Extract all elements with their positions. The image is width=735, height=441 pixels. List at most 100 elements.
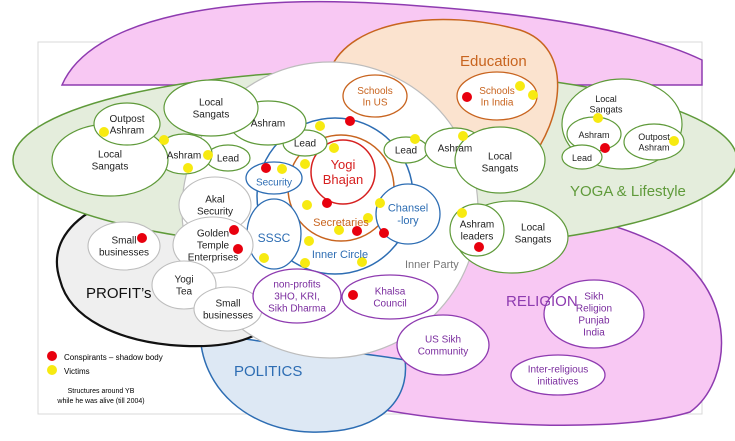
sikh-religion-label-line: India — [583, 328, 605, 339]
lead-left-label-line: Lead — [217, 154, 239, 165]
security-label: Security — [256, 178, 292, 189]
ashram-leaders-label-line: leaders — [461, 232, 494, 243]
chanselory-label-line: -lory — [397, 215, 419, 227]
lead-inner-label-line: Lead — [294, 139, 316, 150]
small-businesses-2-label-line: Small — [215, 299, 240, 310]
caption-line-1: Structures around YB — [68, 388, 135, 395]
ashram-left-label-line: Ashram — [167, 151, 201, 162]
us-sikh-node — [396, 314, 490, 376]
schools-in-india-label-line: Schools — [479, 86, 515, 97]
victim-marker — [304, 236, 314, 246]
victim-marker — [300, 258, 310, 268]
schools-us-node — [342, 74, 408, 118]
sikh-religion-node — [543, 279, 645, 349]
local-sangats-left-label-line: Local — [98, 150, 122, 161]
sikh-religion-label-line: Sikh — [584, 292, 603, 303]
conspirant-marker — [600, 143, 610, 153]
conspirant-marker — [379, 228, 389, 238]
outpost-ashram-left-node — [93, 102, 161, 146]
inner-party-label: Inner Party — [405, 259, 459, 271]
victim-marker — [528, 90, 538, 100]
local-sangats-top-label-line: Local — [199, 98, 223, 109]
inter-religious-node — [510, 354, 606, 396]
security-node — [245, 161, 303, 195]
victim-marker — [593, 113, 603, 123]
legend-victims-swatch — [47, 365, 57, 375]
victim-marker — [183, 163, 193, 173]
local-sangats-top-node — [163, 79, 259, 137]
khalsa-council-label-line: Khalsa — [375, 287, 406, 298]
inner-circle-label: Inner Circle — [312, 249, 368, 261]
conspirant-marker — [261, 163, 271, 173]
legend-victims-label: Victims — [64, 367, 90, 376]
victim-marker — [203, 150, 213, 160]
non-profits-label-line: 3HO, KRI, — [274, 292, 320, 303]
yoga-outpost-node — [623, 123, 685, 161]
victim-marker — [277, 164, 287, 174]
yoga-lead-label: Lead — [572, 153, 592, 163]
education-label: Education — [460, 53, 527, 70]
victim-marker — [669, 136, 679, 146]
security-label-line: Security — [256, 178, 292, 189]
ashram-leaders-label-line: Ashram — [460, 220, 494, 231]
victim-marker — [457, 208, 467, 218]
sssc-label-line: SSSC — [258, 231, 291, 245]
victim-marker — [357, 257, 367, 267]
local-sangats-top-label-line: Sangats — [193, 110, 230, 121]
victim-marker — [302, 200, 312, 210]
conspirant-marker — [345, 116, 355, 126]
inter-religious-label-line: initiatives — [537, 377, 578, 388]
outpost-ashram-left-label-line: Outpost — [109, 114, 144, 125]
local-sangats-right2-label-line: Sangats — [515, 235, 552, 246]
outpost-ashram-left-label-line: Ashram — [110, 125, 144, 136]
legend-conspirants-swatch — [47, 351, 57, 361]
yogi-bhajan-circle — [310, 139, 376, 205]
secretaries-label: Secretaries — [313, 217, 369, 229]
local-sangats-right-label-line: Sangats — [482, 164, 519, 175]
local-sangats-right-node — [454, 126, 546, 194]
yoga-local-sangats-label-line: Sangats — [589, 105, 623, 115]
us-sikh-label-line: Community — [418, 347, 469, 358]
local-sangats-right2-label-line: Local — [521, 223, 545, 234]
ashram-inner-label-line: Ashram — [251, 119, 285, 130]
small-businesses-1-label-line: Small — [111, 236, 136, 247]
victim-marker — [515, 81, 525, 91]
conspirant-marker — [474, 242, 484, 252]
small-businesses-2-label-line: businesses — [203, 311, 253, 322]
secretaries-label-line: Secretaries — [313, 217, 369, 229]
golden-temple-label-line: Temple — [197, 241, 230, 252]
ashram-left-label: Ashram — [167, 151, 201, 162]
yogi-bhajan-label-line: Bhajan — [323, 172, 363, 187]
lead-right-label: Lead — [395, 146, 417, 157]
schools-in-india-label-line: In India — [481, 97, 514, 108]
yoga-outpost-label-line: Outpost — [638, 132, 670, 142]
conspirant-marker — [233, 244, 243, 254]
non-profits-label-line: non-profits — [273, 280, 320, 291]
yogi-bhajan-label-line: Yogi — [331, 157, 356, 172]
victim-marker — [300, 159, 310, 169]
conspirant-marker — [352, 226, 362, 236]
legend-conspirants-label: Conspirants – shadow body — [64, 353, 163, 362]
golden-temple-label-line: Enterprises — [188, 253, 239, 264]
conspirant-marker — [229, 225, 239, 235]
profits-label: PROFIT’s — [86, 285, 152, 302]
local-sangats-right-label-line: Local — [488, 152, 512, 163]
victim-marker — [329, 143, 339, 153]
yogi-tea-label-line: Yogi — [174, 275, 193, 286]
politics-label: POLITICS — [234, 363, 302, 380]
